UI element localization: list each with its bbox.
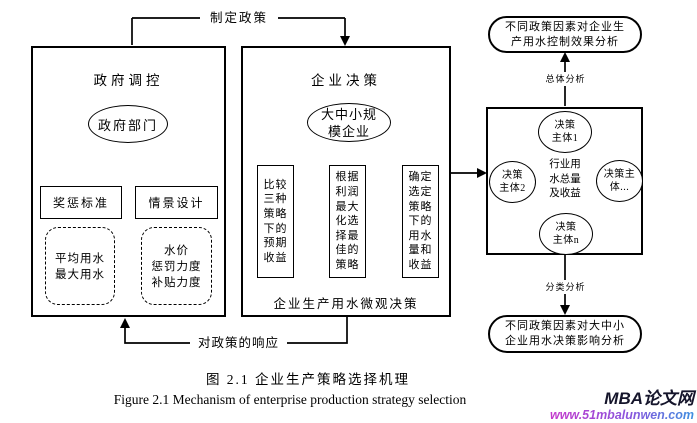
compare-strategies-box: 比较 三种 策略 下的 预期 收益: [257, 165, 294, 278]
government-department-ellipse: 政府部门: [88, 105, 168, 143]
decision-subject-n-ellipse: 决策 主体n: [539, 213, 593, 255]
site-url[interactable]: www.51mbalunwen.com: [549, 408, 694, 422]
figure-caption: 图 2.1 企业生产策略选择机理 Figure 2.1 Mechanism of…: [40, 368, 540, 408]
site-watermark: MBA论文网 www.51mbalunwen.com: [549, 389, 694, 423]
decision-subject-2-ellipse: 决策 主体2: [489, 161, 536, 203]
overall-effect-analysis-stadium: 不同政策因素对企业生 产用水控制效果分析: [488, 16, 642, 53]
industry-water-total-label: 行业用 水总量 及收益: [549, 159, 581, 200]
profit-maximization-box: 根据 利润 最大 化选 择最 佳的 策略: [329, 165, 366, 278]
classified-analysis-label: 分类分析: [538, 280, 593, 294]
policy-response-label: 对政策的响应: [190, 335, 287, 351]
overall-analysis-label: 总体分析: [538, 72, 593, 86]
scale-impact-analysis-stadium: 不同政策因素对大中小 企业用水决策影响分析: [488, 315, 642, 353]
micro-decision-label: 企业生产用水微观决策: [273, 297, 419, 311]
determine-water-income-box: 确定 选定 策略 下的 用水 量和 收益: [402, 165, 439, 278]
scenario-design-box: 情景设计: [135, 186, 218, 219]
decision-subject-dots-ellipse: 决策主 体...: [596, 160, 643, 202]
enterprise-panel-title: 企业决策: [311, 73, 381, 88]
decision-subject-1-ellipse: 决策 主体1: [538, 111, 592, 153]
water-parameters-dashed-box: 平均用水 最大用水: [45, 227, 115, 305]
policy-making-label: 制定政策: [200, 10, 278, 26]
enterprise-scale-ellipse: 大中小规 模企业: [307, 103, 391, 142]
figure-caption-zh: 图 2.1 企业生产策略选择机理: [205, 372, 411, 387]
site-brand-logo: MBA论文网: [604, 389, 694, 408]
policy-parameters-dashed-box: 水价 惩罚力度 补贴力度: [141, 227, 212, 305]
reward-punishment-standard-box: 奖惩标准: [40, 186, 122, 219]
figure-caption-en: Figure 2.1 Mechanism of enterprise produ…: [113, 392, 467, 407]
government-panel-title: 政府调控: [93, 73, 164, 88]
